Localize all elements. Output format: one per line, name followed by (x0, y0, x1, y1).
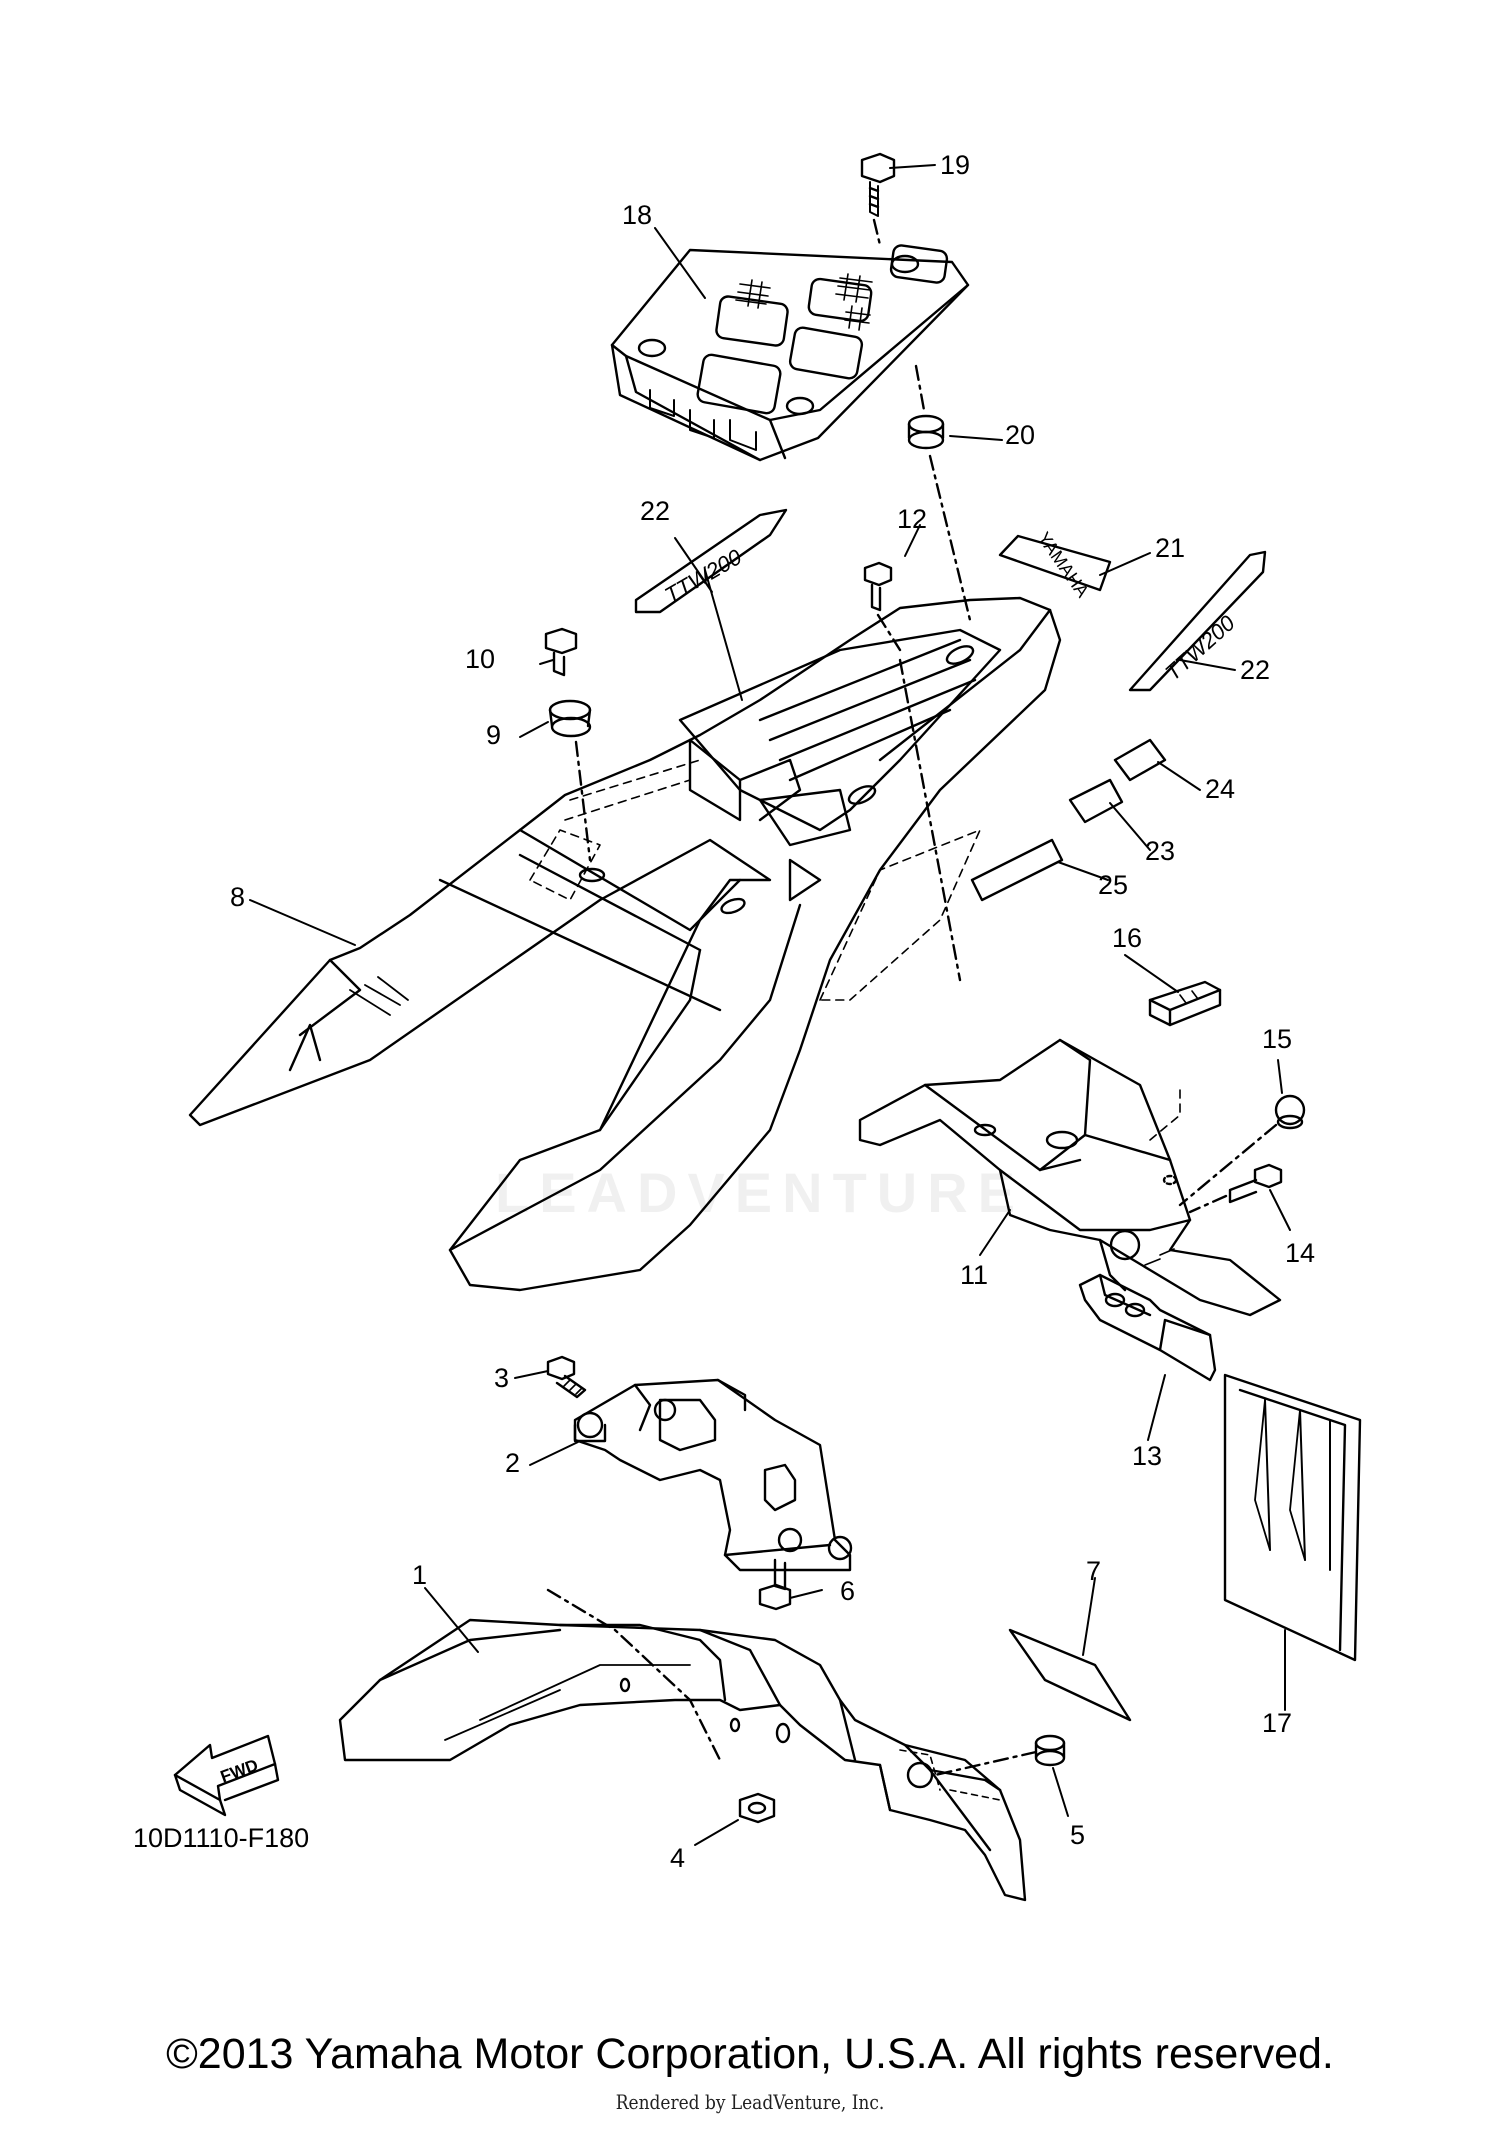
cover-bolt (544, 627, 578, 677)
callout-22-right: 22 (1240, 655, 1271, 685)
callout-21: 21 (1155, 533, 1186, 563)
diagram-part-code: 10D1110-F180 (133, 1823, 310, 1853)
callout-8: 8 (230, 882, 246, 912)
rack-bolt (860, 152, 896, 247)
mud-flap (1223, 1373, 1362, 1662)
rendered-by-credit: Rendered by LeadVenture, Inc. (615, 2090, 885, 2114)
callout-14: 14 (1285, 1238, 1316, 1268)
callout-7: 7 (1086, 1556, 1102, 1586)
brand-decal: YAMAHA (998, 528, 1112, 601)
callout-5: 5 (1070, 1820, 1086, 1850)
bracket-bolt-6 (758, 1558, 792, 1611)
callout-15: 15 (1262, 1024, 1293, 1054)
callout-2: 2 (505, 1448, 521, 1478)
watermark: LEADVENTURE (495, 1161, 1026, 1224)
fender-bracket (573, 1378, 853, 1572)
callout-19: 19 (940, 150, 971, 180)
warning-label (1008, 1628, 1132, 1722)
plate-bracket (1078, 1273, 1217, 1382)
callout-4: 4 (670, 1843, 686, 1873)
callout-12: 12 (897, 504, 928, 534)
brand-decal-text: YAMAHA (1034, 528, 1093, 601)
callout-11: 11 (960, 1260, 989, 1290)
callout-25: 25 (1098, 870, 1129, 900)
callout-17: 17 (1262, 1708, 1293, 1738)
fwd-label: FWD (218, 1755, 261, 1786)
callout-20: 20 (1005, 420, 1036, 450)
seat-bolt (863, 561, 962, 982)
rear-inner-fender (858, 1038, 1282, 1317)
callout-18: 18 (622, 200, 653, 230)
rear-side-cover (188, 596, 1062, 1292)
rear-carrier-rack (610, 244, 970, 462)
model-decal-right-text: TTW200 (1160, 610, 1240, 686)
strip-decals (970, 738, 1167, 902)
reflector-block (1148, 980, 1222, 1027)
callout-3: 3 (494, 1363, 510, 1393)
callout-13: 13 (1132, 1441, 1163, 1471)
cover-grommet (548, 699, 606, 883)
fender-bolt (1188, 1163, 1283, 1214)
copyright-notice: ©2013 Yamaha Motor Corporation, U.S.A. A… (166, 2030, 1334, 2078)
fender-plug (933, 1734, 1066, 1777)
callout-23: 23 (1145, 836, 1176, 866)
rack-grommet (907, 364, 972, 622)
callout-10: 10 (465, 644, 496, 674)
callout-6: 6 (840, 1576, 856, 1606)
front-fender (338, 1588, 1027, 1902)
callout-22-left: 22 (640, 496, 671, 526)
seat-grab-rail (678, 628, 1002, 847)
callout-16: 16 (1112, 923, 1143, 953)
bracket-bolt-3 (546, 1355, 587, 1399)
fwd-arrow-icon: FWD (173, 1734, 280, 1817)
callout-1: 1 (412, 1560, 428, 1590)
callout-9: 9 (486, 720, 502, 750)
fender-nut-4 (738, 1792, 776, 1824)
leader-lines (249, 164, 1291, 1846)
callout-24: 24 (1205, 774, 1236, 804)
fender-nut (1178, 1094, 1306, 1207)
